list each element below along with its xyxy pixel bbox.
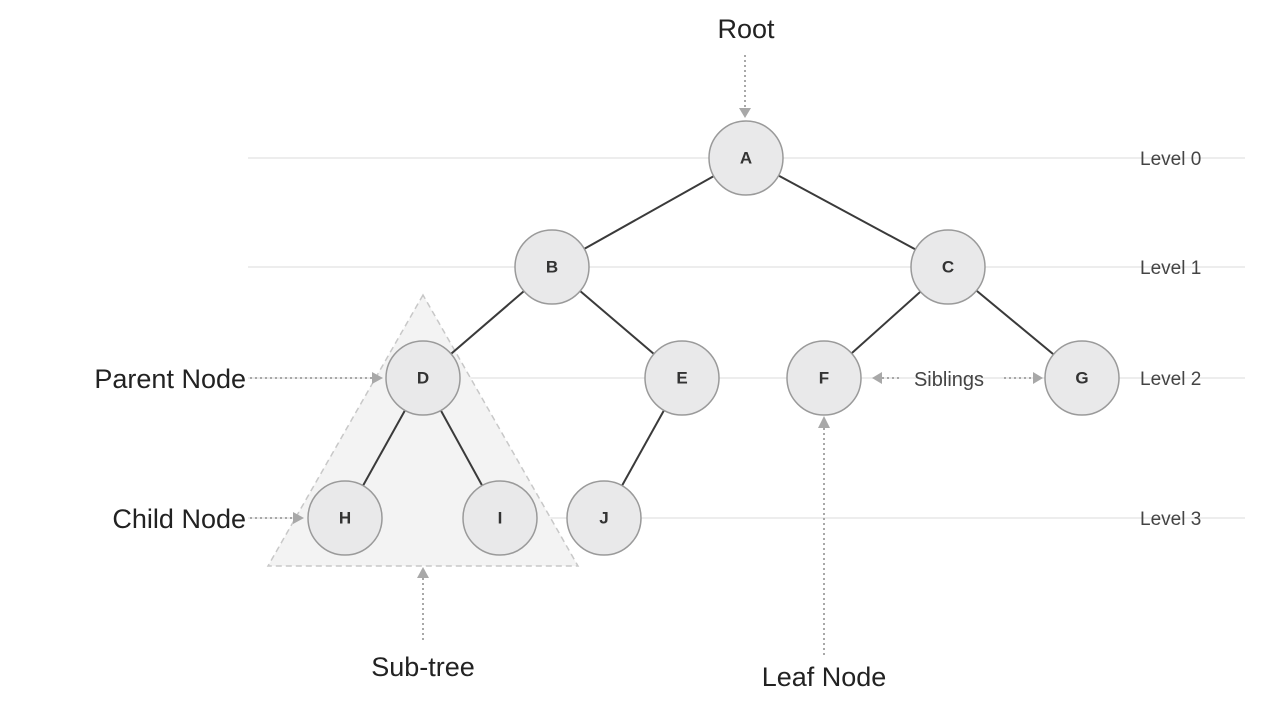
root-annotation: Root [717,14,775,44]
node-label: B [546,258,558,277]
node-label: J [599,509,608,528]
root-pointer-arrowhead [739,108,751,118]
node-label: F [819,369,829,388]
node-h: H [307,480,383,556]
parent-node-annotation: Parent Node [94,364,246,394]
node-circle [307,480,383,556]
node-label: C [942,258,954,277]
edge-a-c [745,157,949,268]
child-node-pointer-arrowhead [293,512,304,524]
leaf-node-annotation: Leaf Node [762,662,887,692]
node-circle [462,480,538,556]
siblings-annotation: Siblings [914,369,984,391]
siblings-left-arrowhead [872,372,882,384]
node-circle [1044,340,1120,416]
node-g: G [1044,340,1120,416]
level-0-label: Level 0 [1140,149,1201,170]
node-circle [708,120,784,196]
level-3-label: Level 3 [1140,509,1201,530]
node-a: A [708,120,784,196]
level-2-label: Level 2 [1140,369,1201,390]
parent-node-pointer-arrowhead [372,372,383,384]
sub-tree-pointer-arrowhead [417,567,429,578]
node-e: E [644,340,720,416]
sub-tree-annotation: Sub-tree [371,652,475,682]
node-c: C [910,229,986,305]
level-1-label: Level 1 [1140,258,1201,279]
node-label: A [740,149,752,168]
node-label: D [417,369,429,388]
node-label: E [676,369,687,388]
node-f: F [786,340,862,416]
node-d: D [385,340,461,416]
node-label: G [1075,369,1088,388]
node-i: I [462,480,538,556]
node-circle [566,480,642,556]
siblings-right-arrowhead [1033,372,1043,384]
child-node-annotation: Child Node [112,504,246,534]
node-circle [910,229,986,305]
node-circle [644,340,720,416]
node-label: I [498,509,503,528]
tree-nodes: A B C D E F G H I J [307,120,1120,556]
node-label: H [339,509,351,528]
node-j: J [566,480,642,556]
node-circle [385,340,461,416]
leaf-node-pointer-arrowhead [818,416,830,428]
node-b: B [514,229,590,305]
node-circle [786,340,862,416]
node-circle [514,229,590,305]
